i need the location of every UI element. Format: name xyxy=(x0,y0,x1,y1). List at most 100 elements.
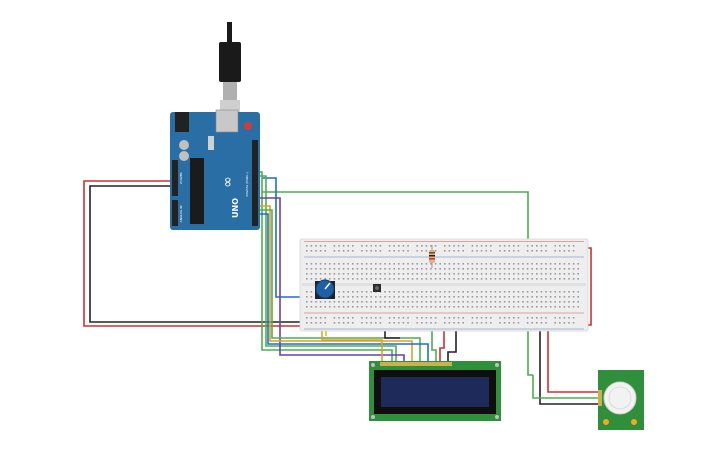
pushbutton[interactable] xyxy=(373,284,381,292)
breadboard-hole xyxy=(370,291,372,293)
breadboard-hole xyxy=(402,322,405,324)
breadboard-hole xyxy=(361,301,363,303)
wire-red-pir-power[interactable] xyxy=(547,326,598,393)
breadboard-hole xyxy=(347,306,349,308)
wire-green-lcd-2[interactable] xyxy=(258,175,397,362)
breadboard-hole xyxy=(568,250,570,252)
breadboard-hole xyxy=(421,291,423,293)
wire-green-lcd-3[interactable] xyxy=(258,209,421,362)
breadboard-hole xyxy=(338,296,340,298)
wire-blue-lcd[interactable] xyxy=(258,213,429,362)
breadboard-hole xyxy=(572,317,575,319)
breadboard-hole xyxy=(430,301,432,303)
lcd-mount-hole-4 xyxy=(495,415,499,419)
breadboard-hole xyxy=(471,278,474,280)
breadboard-hole xyxy=(347,278,349,280)
breadboard-hole xyxy=(365,263,368,265)
breadboard-hole xyxy=(342,296,345,298)
breadboard-hole xyxy=(361,306,363,308)
breadboard-hole xyxy=(388,291,391,293)
breadboard-hole xyxy=(480,268,483,270)
breadboard-hole xyxy=(352,296,354,298)
breadboard-hole xyxy=(375,322,377,324)
breadboard-hole xyxy=(425,317,428,319)
wire-red-power[interactable] xyxy=(83,180,300,327)
breadboard-hole xyxy=(471,250,474,252)
breadboard-hole xyxy=(462,263,464,265)
breadboard-hole xyxy=(540,273,543,275)
breadboard-hole xyxy=(563,278,566,280)
breadboard-hole xyxy=(375,301,377,303)
breadboard-hole xyxy=(379,306,382,308)
arduino-uno[interactable]: ∞ UNO DIGITAL (PWM~) ANALOG IN POWER xyxy=(170,109,260,230)
breadboard-hole xyxy=(444,263,446,265)
breadboard-hole xyxy=(476,296,478,298)
breadboard-hole xyxy=(531,317,533,319)
breadboard-hole xyxy=(319,278,322,280)
breadboard-hole xyxy=(448,301,451,303)
breadboard-hole xyxy=(439,306,441,308)
breadboard-hole xyxy=(388,268,391,270)
breadboard-hole xyxy=(480,273,483,275)
breadboard-hole xyxy=(342,278,345,280)
breadboard-hole xyxy=(421,301,423,303)
breadboard-hole xyxy=(379,268,382,270)
breadboard-hole xyxy=(494,268,497,270)
breadboard-hole xyxy=(536,317,538,319)
arduino-reset-button[interactable] xyxy=(244,122,252,130)
breadboard-hole xyxy=(554,245,556,247)
breadboard-hole xyxy=(333,263,336,265)
breadboard-hole xyxy=(393,306,395,308)
usb-cable-cord xyxy=(227,22,232,44)
breadboard-hole xyxy=(434,245,437,247)
breadboard-hole xyxy=(379,301,382,303)
breadboard-hole xyxy=(430,296,432,298)
breadboard-hole xyxy=(310,278,313,280)
lcd-mount-hole-3 xyxy=(371,415,375,419)
breadboard-hole xyxy=(513,250,515,252)
breadboard-hole xyxy=(508,268,510,270)
breadboard-hole xyxy=(361,291,363,293)
breadboard-hole xyxy=(393,245,395,247)
breadboard-hole xyxy=(425,250,428,252)
pir-sensor[interactable] xyxy=(598,370,644,430)
breadboard-hole xyxy=(398,317,400,319)
breadboard-hole xyxy=(549,278,552,280)
breadboard-hole xyxy=(480,278,483,280)
wire-black-ground[interactable] xyxy=(89,185,300,323)
breadboard-hole xyxy=(356,296,359,298)
potentiometer[interactable] xyxy=(315,279,335,299)
breadboard-hole xyxy=(370,317,372,319)
breadboard-hole xyxy=(503,322,506,324)
breadboard-hole xyxy=(526,268,529,270)
wire-orange-lcd[interactable] xyxy=(258,205,413,362)
breadboard-hole xyxy=(549,296,552,298)
breadboard-hole xyxy=(471,273,474,275)
wire-green-pir-out[interactable] xyxy=(532,375,598,399)
arduino-crystal xyxy=(208,136,214,150)
breadboard-hole xyxy=(559,273,561,275)
breadboard-hole xyxy=(333,273,336,275)
breadboard-hole xyxy=(388,322,391,324)
breadboard-hole xyxy=(352,278,354,280)
wire-purple-lcd[interactable] xyxy=(258,197,405,362)
breadboard-hole xyxy=(526,263,529,265)
breadboard-hole xyxy=(310,263,313,265)
breadboard-hole xyxy=(563,317,566,319)
breadboard-hole xyxy=(365,296,368,298)
wire-green-lcd-1[interactable] xyxy=(258,171,393,362)
breadboard-hole xyxy=(425,301,428,303)
breadboard-hole xyxy=(563,268,566,270)
breadboard-hole xyxy=(310,268,313,270)
breadboard[interactable] xyxy=(299,238,589,332)
breadboard-hole xyxy=(503,268,506,270)
arduino-model-label: UNO xyxy=(231,198,240,218)
breadboard-hole xyxy=(499,268,501,270)
breadboard-hole xyxy=(430,322,432,324)
lcd-16x2[interactable] xyxy=(369,361,501,421)
wire-black-pir-ground[interactable] xyxy=(539,322,598,405)
breadboard-hole xyxy=(545,322,547,324)
wire-black-lcd-2[interactable] xyxy=(447,322,457,362)
breadboard-hole xyxy=(310,250,313,252)
wire-red-lcd[interactable] xyxy=(439,326,445,362)
